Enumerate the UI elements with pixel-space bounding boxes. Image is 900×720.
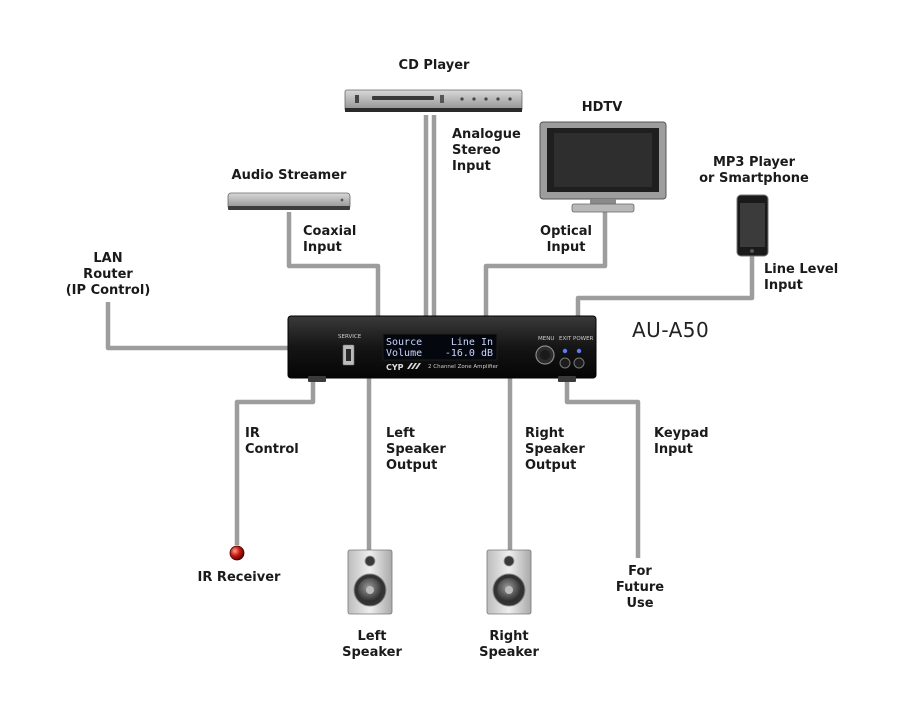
cable-coaxial <box>286 212 381 318</box>
lan-router-label: LAN Router (IP Control) <box>66 251 151 299</box>
model-name: AU-A50 <box>632 318 710 342</box>
mp3-player-line-1: MP3 Player <box>712 155 796 170</box>
optical-line-1: Optical <box>540 224 592 239</box>
left-output-line-2: Speaker <box>386 442 446 457</box>
smartphone-device <box>736 194 769 257</box>
left-output-line-1: Left <box>386 426 415 441</box>
service-label: SERVICE <box>338 334 362 340</box>
amplifier-subtitle: 2 Channel Zone Amplifier <box>428 364 499 370</box>
left-speaker-line-2: Speaker <box>342 645 402 660</box>
cable-lan <box>105 302 288 351</box>
exit-led-icon <box>562 348 568 354</box>
right-speaker-line-2: Speaker <box>479 645 539 660</box>
lcd-source-label: Source <box>386 337 422 348</box>
optical-input-label: Optical Input <box>540 224 592 256</box>
hdtv-device <box>539 121 667 213</box>
left-speaker-output-label: Left Speaker Output <box>386 426 446 474</box>
power-button-icon <box>573 357 585 369</box>
right-output-line-3: Output <box>525 458 577 473</box>
ir-control-line-1: IR <box>245 426 260 441</box>
optical-line-2: Input <box>546 240 586 255</box>
lcd-volume-label: Volume <box>386 348 422 359</box>
analogue-line-3: Input <box>452 159 491 174</box>
coaxial-line-1: Coaxial <box>303 224 357 239</box>
lan-router-line-2: Router <box>83 267 133 282</box>
left-speaker-line-1: Left <box>357 629 387 644</box>
left-speaker-label: Left Speaker <box>342 629 402 661</box>
exit-button-icon <box>559 357 571 369</box>
audio-streamer-label: Audio Streamer <box>232 168 347 184</box>
cable-ir <box>234 380 316 545</box>
coaxial-input-label: Coaxial Input <box>303 224 356 256</box>
right-speaker-output-label: Right Speaker Output <box>525 426 585 474</box>
audio-streamer-label-text: Audio Streamer <box>231 168 347 183</box>
cd-player-device <box>344 89 523 112</box>
analogue-input-label: Analogue Stereo Input <box>452 127 521 175</box>
exit-label: EXIT <box>559 336 572 342</box>
keypad-line-1: Keypad <box>654 426 709 441</box>
line-level-line-2: Input <box>764 278 803 293</box>
amplifier-unit: SERVICE Source Line In Volume -16.0 dB C… <box>287 315 597 382</box>
keypad-line-2: Input <box>654 442 693 457</box>
right-output-line-1: Right <box>525 426 565 441</box>
line-level-line-1: Line Level <box>764 262 839 277</box>
left-speaker-icon <box>347 549 393 615</box>
ir-receiver-icon <box>229 545 245 561</box>
coaxial-line-2: Input <box>303 240 342 255</box>
analogue-line-2: Stereo <box>452 143 501 158</box>
cable-line-level <box>575 256 755 318</box>
right-speaker-line-1: Right <box>489 629 529 644</box>
lcd-volume-value: -16.0 dB <box>445 348 493 359</box>
lan-router-line-1: LAN <box>93 251 123 266</box>
right-speaker-label: Right Speaker <box>479 629 539 661</box>
right-output-line-2: Speaker <box>525 442 585 457</box>
mp3-player-line-2: or Smartphone <box>699 171 809 186</box>
brand-logo: CYP <box>386 363 404 372</box>
lan-router-line-3: (IP Control) <box>65 283 151 298</box>
cable-keypad <box>564 380 641 558</box>
hdtv-label-text: HDTV <box>581 100 623 115</box>
menu-label: MENU <box>538 336 554 342</box>
keypad-input-label: Keypad Input <box>654 426 709 458</box>
power-led-icon <box>576 348 582 354</box>
ir-control-label: IR Control <box>245 426 299 458</box>
future-use-line-1: For <box>628 564 652 579</box>
hdtv-label: HDTV <box>582 100 623 116</box>
mp3-player-label: MP3 Player or Smartphone <box>699 155 809 187</box>
power-label: POWER <box>573 336 594 342</box>
cables <box>105 115 755 558</box>
brand-logo-stripes-icon <box>407 363 421 369</box>
analogue-line-1: Analogue <box>452 127 521 142</box>
left-output-line-3: Output <box>386 458 438 473</box>
future-use-line-3: Use <box>626 596 654 611</box>
lcd-source-value: Line In <box>451 337 493 348</box>
cable-optical <box>483 212 608 318</box>
ir-receiver-label: IR Receiver <box>198 570 281 586</box>
ir-control-line-2: Control <box>245 442 299 457</box>
line-level-input-label: Line Level Input <box>764 262 838 294</box>
future-use-label: For Future Use <box>616 564 664 612</box>
audio-streamer-device <box>227 192 351 210</box>
future-use-line-2: Future <box>615 580 665 595</box>
cd-player-label: CD Player <box>399 58 470 74</box>
cd-player-label-text: CD Player <box>398 58 470 73</box>
ir-receiver-label-text: IR Receiver <box>197 570 281 585</box>
right-speaker-icon <box>486 549 532 615</box>
